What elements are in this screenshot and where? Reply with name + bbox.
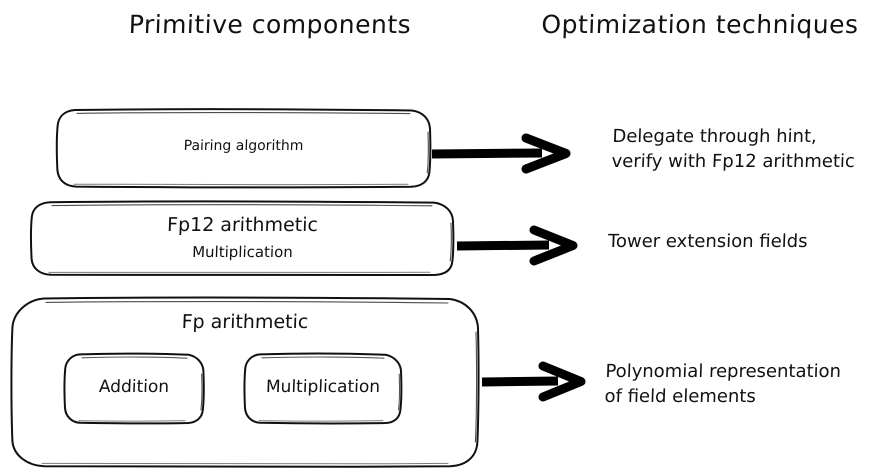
box-outline-sketch <box>30 200 455 277</box>
box-outline-sketch <box>243 352 403 425</box>
note-line: Tower extension fields <box>607 231 808 252</box>
box-outline-sketch <box>63 352 205 425</box>
box-label-fp-arithmetic: Fp arithmetic <box>181 311 309 333</box>
box-addition[interactable]: Addition <box>63 352 205 425</box>
column-header-optimization-techniques: Optimization techniques <box>540 10 860 39</box>
note-line: Polynomial representation <box>605 361 842 382</box>
box-label-fp12-arithmetic: Fp12 arithmetic <box>166 214 319 236</box>
note-line: Delegate through hint, <box>612 126 818 147</box>
box-multiplication[interactable]: Multiplication <box>243 352 403 425</box>
box-label-pairing-algorithm: Pairing algorithm <box>183 138 304 154</box>
box-label-addition: Addition <box>98 377 170 397</box>
box-fp-arithmetic[interactable]: Fp arithmetic Addition Multiplication <box>10 296 480 468</box>
arrow-fp-to-note <box>481 361 586 402</box>
box-fp12-arithmetic[interactable]: Fp12 arithmetic Multiplication <box>30 200 455 277</box>
box-sublabel-multiplication: Multiplication <box>191 243 294 261</box>
note-line: of field elements <box>604 386 757 407</box>
note-line: verify with Fp12 arithmetic <box>611 151 856 172</box>
note-pairing-optimization: Delegate through hint, verify with Fp12 … <box>611 124 856 174</box>
note-fp-optimization: Polynomial representation of field eleme… <box>604 359 841 409</box>
box-label-multiplication: Multiplication <box>265 377 381 397</box>
note-fp12-optimization: Tower extension fields <box>608 229 808 254</box>
arrow-pairing-to-note <box>431 133 571 174</box>
column-header-primitive-components: Primitive components <box>128 10 412 39</box>
box-pairing-algorithm[interactable]: Pairing algorithm <box>55 108 432 189</box>
arrow-fp12-to-note <box>456 225 578 266</box>
box-outline-sketch <box>55 108 432 189</box>
